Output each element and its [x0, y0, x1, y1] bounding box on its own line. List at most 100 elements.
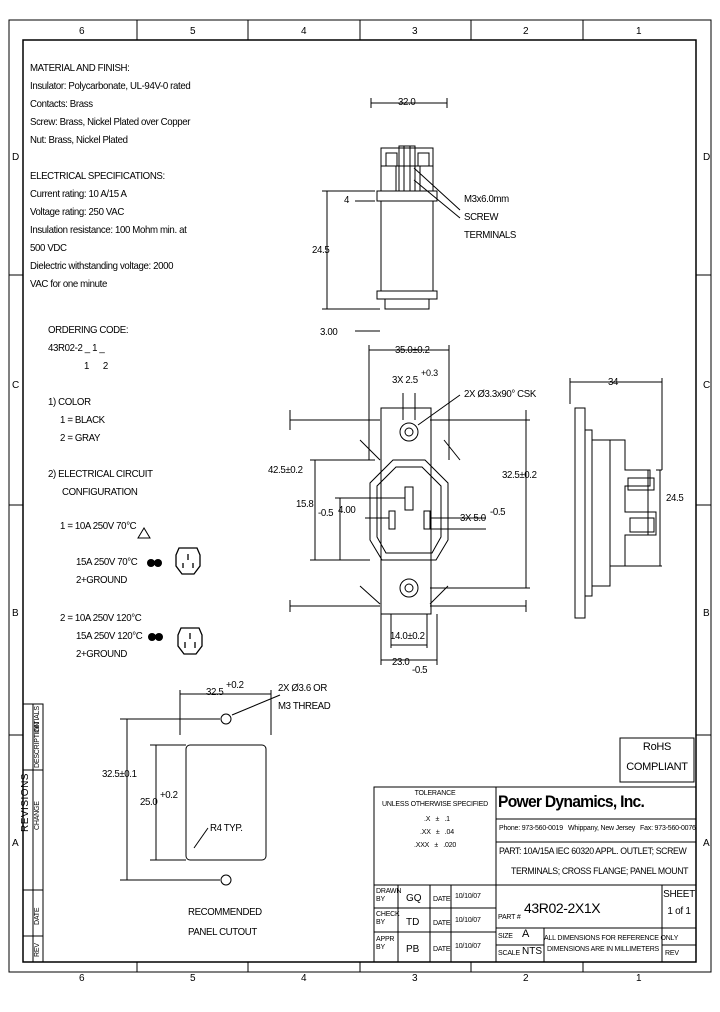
front-view: [289, 345, 530, 665]
zone-top-3: 3: [412, 26, 418, 37]
zone-side-a-right: A: [703, 838, 710, 849]
zone-side-b-right: B: [703, 608, 710, 619]
dim-tolerance: -0.5: [490, 506, 506, 518]
circuit-option: 1 = 10A 250V 70°C: [60, 520, 137, 532]
top-zone-ticks: [9, 20, 711, 972]
drawn-date: 10/10/07: [455, 893, 481, 900]
color-title: 1) COLOR: [48, 396, 91, 408]
dim-tolerance: +0.3: [421, 368, 438, 378]
dim-tolerance: -0.5: [318, 507, 334, 519]
screw-label: M3x6.0mm: [464, 193, 509, 205]
dim-label: 24.5: [312, 244, 330, 256]
ordering-code: 43R02-2 _ 1 _: [48, 342, 105, 354]
dim-tolerance: -0.5: [412, 664, 428, 676]
dim-label: 15.8: [296, 498, 314, 510]
size-label: SIZE: [498, 933, 513, 940]
panel-cutout: [120, 690, 281, 886]
zone-bottom-1: 1: [636, 973, 642, 984]
part-line1: PART: 10A/15A IEC 60320 APPL. OUTLET; SC…: [499, 846, 687, 857]
drawn-initials: GQ: [406, 893, 422, 904]
csk-label: 2X Ø3.3x90° CSK: [464, 388, 536, 400]
appr-label: APPR BY: [376, 936, 395, 951]
date-label: DATE: [433, 920, 451, 927]
zone-bottom-5: 5: [190, 973, 196, 984]
tolerance-title: TOLERANCE: [414, 790, 456, 797]
electrical-line: 500 VDC: [30, 242, 67, 254]
rohs-box: [619, 737, 695, 783]
dim-label: 3X 2.5: [392, 374, 418, 386]
material-line: Contacts: Brass: [30, 98, 93, 110]
zone-bottom-2: 2: [523, 973, 529, 984]
partno-label: PART #: [498, 914, 521, 921]
check-date: 10/10/07: [455, 917, 481, 924]
dim-tolerance: +0.2: [226, 679, 244, 691]
dim-label: 4.00: [338, 504, 356, 516]
scale-label: SCALE: [498, 950, 520, 957]
material-line: Insulator: Polycarbonate, UL-94V-0 rated: [30, 80, 191, 92]
warning-triangle-icon: [137, 527, 151, 539]
circuit-option: 2+GROUND: [76, 574, 128, 586]
electrical-line: Voltage rating: 250 VAC: [30, 206, 124, 218]
zone-bottom-6: 6: [79, 973, 85, 984]
zone-side-c: C: [12, 380, 20, 391]
dim-label: 4: [344, 194, 350, 206]
color-option: 2 = GRAY: [60, 432, 101, 444]
dim-label: 3.00: [320, 326, 338, 338]
company-fax: Fax: 973-560-0076: [640, 825, 696, 832]
electrical-line: Current rating: 10 A/15 A: [30, 188, 127, 200]
top-view: [322, 98, 461, 332]
rohs-line2: COMPLIANT: [626, 761, 688, 773]
hole-label: 2X Ø3.6 OR: [278, 682, 327, 694]
company-name: Power Dynamics, Inc.: [498, 792, 645, 811]
electrical-line: Insulation resistance: 100 Mohm min. at: [30, 224, 187, 236]
revisions-title: REVISIONS: [20, 773, 31, 832]
note-line2: DIMENSIONS ARE IN MILLIMETERS: [546, 946, 660, 953]
appr-initials: PB: [406, 944, 420, 955]
cutout-label: RECOMMENDED: [188, 906, 262, 918]
title-block: [373, 786, 697, 963]
rohs-line1: RoHS: [642, 741, 672, 753]
zone-top-5: 5: [190, 26, 196, 37]
note-line1: ALL DIMENSIONS FOR REFERENCE ONLY: [544, 935, 679, 942]
dim-label: 42.5±0.2: [268, 464, 303, 476]
drawn-label: DRAWN BY: [376, 888, 402, 903]
zone-side-b: B: [12, 608, 19, 619]
radius-label: R4 TYP.: [210, 822, 243, 834]
dim-label: 32.5: [206, 686, 224, 698]
zone-bottom-4: 4: [301, 973, 307, 984]
dim-label: 34: [608, 376, 619, 388]
zone-top-1: 1: [636, 26, 642, 37]
revisions-col-date: DATE: [34, 907, 41, 925]
zone-side-a: A: [12, 838, 19, 849]
side-view: [569, 378, 663, 619]
sheet-value: 1 of 1: [667, 906, 691, 917]
dim-label: 25.0: [140, 796, 158, 808]
revisions-col-description: DESCRIPTION: [34, 722, 41, 768]
zone-side-c-right: C: [703, 380, 711, 391]
ordering-positions: 1 2: [84, 360, 108, 372]
part-line2: TERMINALS; CROSS FLANGE; PANEL MOUNT: [511, 866, 689, 877]
size-value: A: [522, 928, 530, 940]
zone-top-2: 2: [523, 26, 529, 37]
appr-date: 10/10/07: [455, 943, 481, 950]
tolerance-row: .XXX ± .020: [414, 842, 457, 849]
ordering-title: ORDERING CODE:: [48, 324, 129, 336]
material-line: Screw: Brass, Nickel Plated over Copper: [30, 116, 191, 128]
revisions-column: [22, 703, 44, 963]
cert-mark-4-icon: [155, 633, 163, 641]
electrical-title: ELECTRICAL SPECIFICATIONS:: [30, 170, 165, 182]
tolerance-row: .X ± .1: [424, 816, 450, 823]
electrical-line: VAC for one minute: [30, 278, 107, 290]
outlet-symbol-2-icon: [177, 627, 203, 655]
tolerance-row: .XX ± .04: [420, 829, 454, 836]
dim-label: 32.0: [398, 96, 416, 108]
cutout-label: PANEL CUTOUT: [188, 926, 257, 938]
zone-side-d-right: D: [703, 152, 711, 163]
screw-label: TERMINALS: [464, 229, 516, 241]
circuit-option: 2 = 10A 250V 120°C: [60, 612, 142, 624]
dim-label: 32.5±0.2: [502, 469, 537, 481]
dim-label: 24.5: [666, 492, 684, 504]
company-city: Whippany, New Jersey: [568, 825, 636, 832]
revisions-col-rev: REV: [34, 943, 41, 957]
color-option: 1 = BLACK: [60, 414, 105, 426]
